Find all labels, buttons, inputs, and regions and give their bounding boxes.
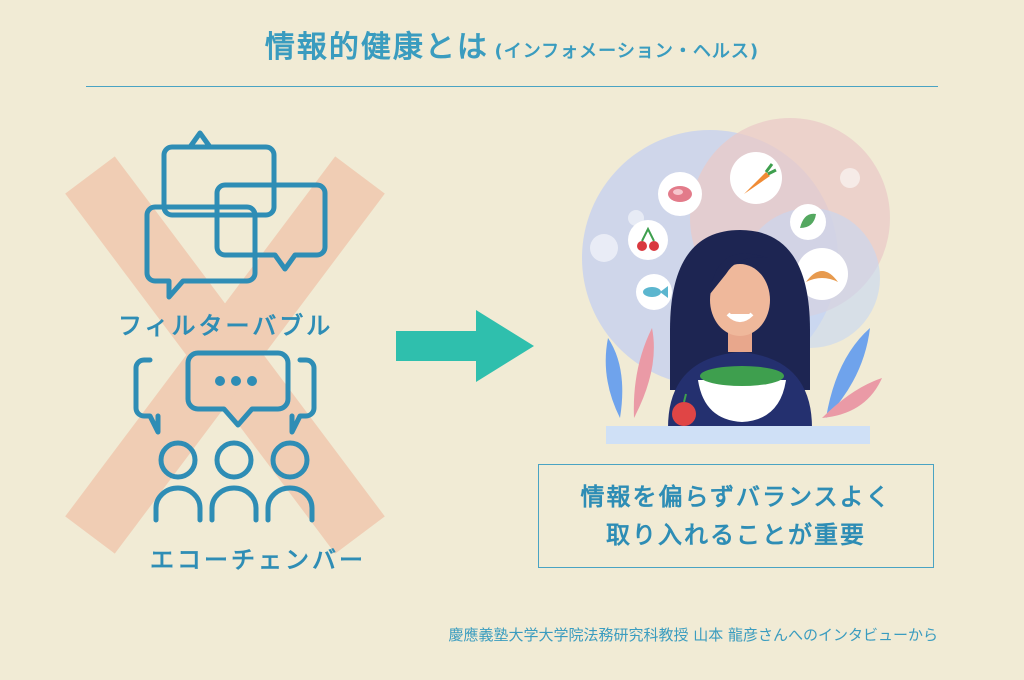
- key-message-line-2: 取り入れることが重要: [606, 521, 866, 549]
- table-surface: [606, 426, 870, 444]
- plant-left-icon: [605, 328, 654, 418]
- title-divider: [86, 86, 938, 87]
- croissant-icon: [796, 248, 848, 300]
- plant-right-icon: [822, 328, 882, 418]
- cherry-icon: [628, 220, 668, 260]
- salad-bowl-icon: [698, 366, 786, 422]
- echo-chamber-icon: [133, 350, 317, 523]
- page-title: 情報的健康とは (インフォメーション・ヘルス): [0, 22, 1024, 66]
- meat-icon: [658, 172, 702, 216]
- echo-chamber-label: エコーチェンバー: [150, 546, 366, 574]
- title-main: 情報的健康とは: [264, 30, 489, 65]
- balanced-info-illustration: [582, 118, 890, 444]
- key-message-line-1: 情報を偏らずバランスよく: [580, 483, 892, 511]
- apple-icon: [672, 393, 696, 426]
- source-credit: 慶應義塾大学大学院法務研究科教授 山本 龍彦さんへのインタビューから: [448, 626, 938, 644]
- speech-bubbles-icon: [144, 130, 328, 300]
- crossed-icons-illustration: [65, 130, 385, 554]
- right-arrow-icon: [396, 310, 534, 382]
- carrot-icon: [730, 152, 782, 204]
- fish-icon: [636, 274, 672, 310]
- key-message-box: 情報を偏らずバランスよく 取り入れることが重要: [538, 464, 934, 568]
- title-sub: (インフォメーション・ヘルス): [494, 41, 760, 62]
- leaf-icon: [790, 204, 826, 240]
- filter-bubble-label: フィルターバブル: [118, 312, 334, 340]
